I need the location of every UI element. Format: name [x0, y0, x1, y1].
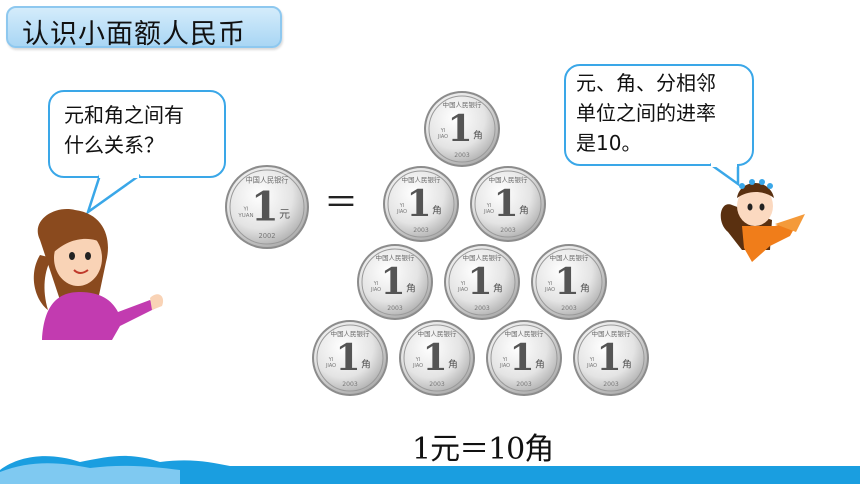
coin-pinyin: JIAO	[457, 287, 468, 293]
coin-pinyin: JIAO	[370, 287, 381, 293]
coin-issuer: 中国人民银行	[402, 175, 441, 184]
bubble-tail-mask	[711, 161, 737, 167]
coin-issuer: 中国人民银行	[505, 329, 544, 338]
bubble-line: 元和角之间有	[64, 103, 184, 127]
coin-unit: 角	[432, 205, 442, 217]
footer-wave	[0, 455, 860, 484]
coin-pinyin: YI	[502, 357, 507, 363]
coin-issuer: 中国人民银行	[246, 176, 289, 185]
page-title: 认识小面额人民币	[22, 19, 246, 50]
coin-numeral: 1	[381, 260, 406, 303]
coin-year: 2003	[387, 305, 403, 312]
coin-pinyin: JIAO	[544, 287, 555, 293]
equals-sign: ＝	[324, 183, 358, 223]
coin-unit: 角	[473, 130, 483, 142]
coin-unit: 角	[580, 283, 590, 295]
coin-year: 2003	[413, 227, 429, 234]
coin-issuer: 中国人民银行	[489, 175, 528, 184]
coin-pinyin: YI	[399, 203, 404, 209]
coin-year: 2002	[258, 232, 275, 240]
coin-numeral: 1	[423, 336, 448, 379]
coin-year: 2003	[561, 305, 577, 312]
footer-wave-highlight	[0, 463, 180, 484]
bubble-line: 元、角、分相邻	[576, 71, 716, 95]
formula-text: 1元＝10角	[412, 432, 554, 467]
coin-numeral: 1	[468, 260, 493, 303]
coin-issuer: 中国人民银行	[331, 329, 370, 338]
coin-year: 2003	[429, 381, 445, 388]
coin-pinyin: YI	[486, 203, 491, 209]
fairy-illustration	[720, 179, 805, 262]
coin-pinyin: JIAO	[586, 363, 597, 369]
coin-numeral: 1	[448, 107, 473, 150]
coin-year: 2003	[500, 227, 516, 234]
coin-pinyin: JIAO	[499, 363, 510, 369]
coin-numeral: 1	[494, 182, 519, 225]
bubble-line: 单位之间的进率	[576, 101, 716, 125]
coin-issuer: 中国人民银行	[443, 100, 482, 109]
coin-pinyin: JIAO	[483, 209, 494, 215]
coin-issuer: 中国人民银行	[376, 253, 415, 262]
coin-issuer: 中国人民银行	[418, 329, 457, 338]
coin-unit: 角	[361, 359, 371, 371]
coin-numeral: 1	[555, 260, 580, 303]
coin-pinyin: YI	[415, 357, 420, 363]
coin-unit: 角	[622, 359, 632, 371]
coin-year: 2003	[454, 152, 470, 159]
coin-unit: 元	[279, 208, 290, 221]
coin-year: 2003	[603, 381, 619, 388]
coin-pinyin: JIAO	[412, 363, 423, 369]
coin-unit: 角	[535, 359, 545, 371]
coin-numeral: 1	[251, 184, 279, 230]
coin-numeral: 1	[510, 336, 535, 379]
bubble-tail-mask	[99, 172, 139, 178]
coin-year: 2003	[516, 381, 532, 388]
coin-pinyin: YI	[243, 206, 249, 212]
coin-issuer: 中国人民银行	[592, 329, 631, 338]
coin-numeral: 1	[336, 336, 361, 379]
bubble-line: 是10。	[576, 131, 642, 155]
title-tab: 认识小面额人民币	[6, 6, 282, 50]
coin-pinyin: JIAO	[396, 209, 407, 215]
speech-bubble-answer: 元、角、分相邻 单位之间的进率 是10。	[564, 64, 754, 166]
bubble-tail	[85, 173, 141, 216]
coin-unit: 角	[448, 359, 458, 371]
coin-pinyin: JIAO	[325, 363, 336, 369]
coin-pinyin: YI	[547, 281, 552, 287]
coin-year: 2003	[474, 305, 490, 312]
coin-numeral: 1	[597, 336, 622, 379]
teacher-illustration	[33, 209, 164, 340]
coin-pinyin: JIAO	[437, 134, 448, 140]
coin-pinyin: YI	[373, 281, 378, 287]
coin-issuer: 中国人民银行	[463, 253, 502, 262]
bubble-line: 什么关系？	[64, 133, 164, 157]
coin-numeral: 1	[407, 182, 432, 225]
coin-pinyin: YI	[328, 357, 333, 363]
coin-pinyin: YI	[589, 357, 594, 363]
coin-unit: 角	[406, 283, 416, 295]
coin-unit: 角	[519, 205, 529, 217]
coin-issuer: 中国人民银行	[550, 253, 589, 262]
bubble-tail	[709, 162, 740, 187]
coin-year: 2003	[342, 381, 358, 388]
coin-pinyin: YI	[440, 128, 445, 134]
coin-unit: 角	[493, 283, 503, 295]
coin-pinyin: YI	[460, 281, 465, 287]
coin-pinyin: YUAN	[237, 213, 253, 219]
